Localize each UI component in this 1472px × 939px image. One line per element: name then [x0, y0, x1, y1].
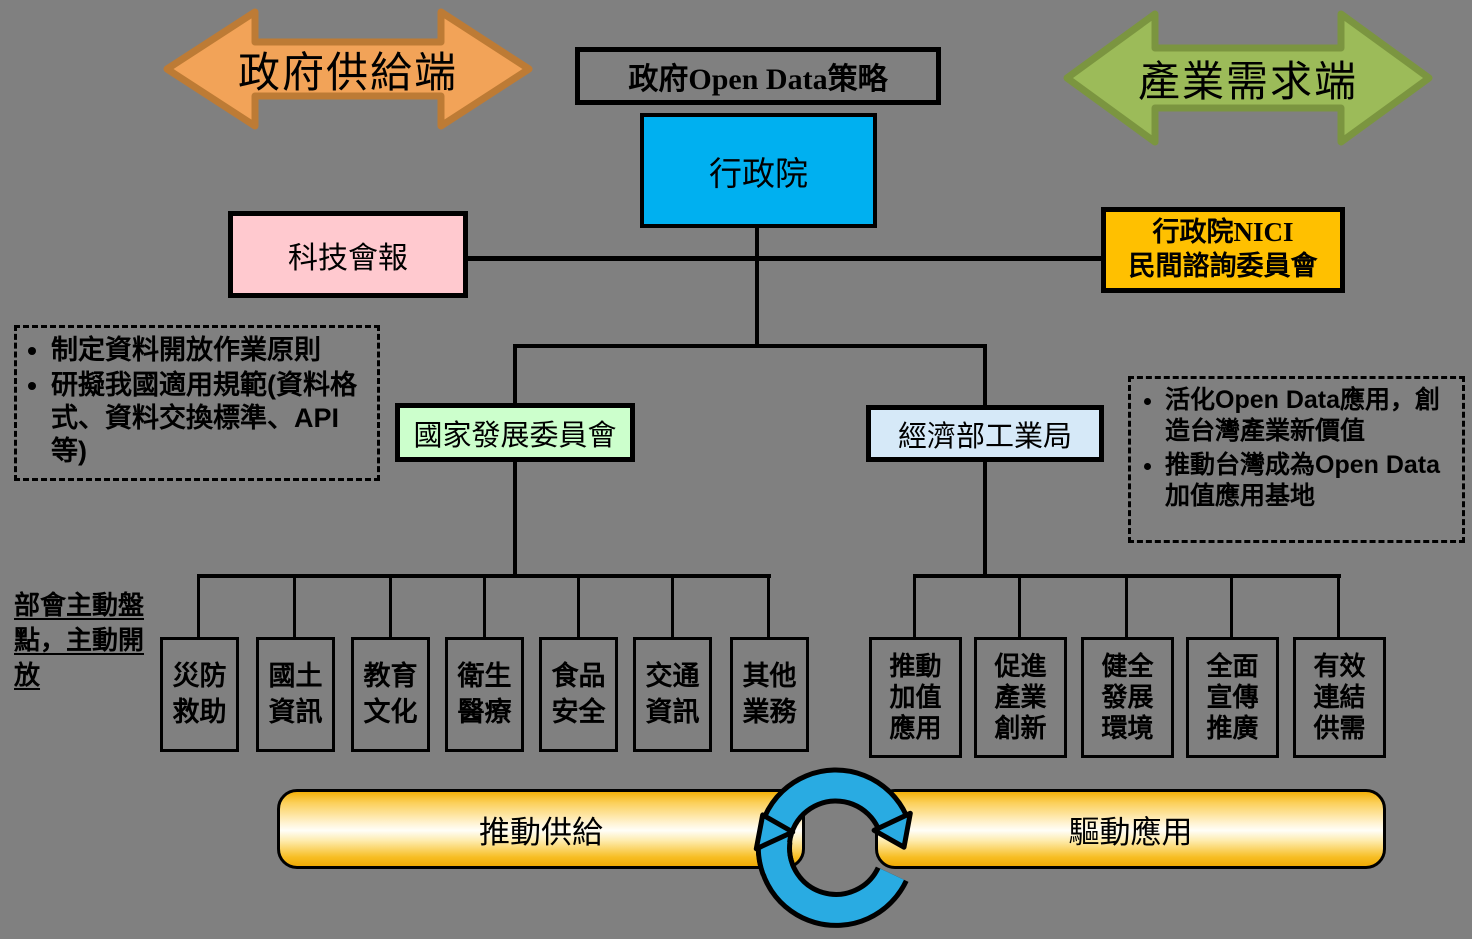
connector-line: [913, 574, 916, 638]
action-line: 環境: [1101, 713, 1154, 744]
domain-line: 文化: [363, 696, 418, 727]
connector-line: [767, 574, 770, 638]
domain-box-traffic: 交通 資訊: [633, 637, 712, 752]
supply-side-banner: 政府供給端: [163, 6, 533, 132]
domain-box-other: 其他 業務: [730, 637, 809, 752]
connector-line: [1125, 574, 1128, 638]
domain-line: 救助: [172, 696, 227, 727]
connector-line: [513, 461, 517, 577]
nici-committee-box: 行政院NICI 民間諮詢委員會: [1101, 207, 1345, 293]
connector-line: [468, 256, 1101, 261]
ministry-initiative-note: 部會主動盤點，主動開放: [14, 588, 146, 693]
connector-line: [293, 574, 296, 638]
domain-line: 資訊: [268, 696, 323, 727]
connector-line: [483, 574, 486, 638]
action-box-supply-demand: 有效 連結 供需: [1293, 637, 1386, 758]
action-line: 有效: [1313, 650, 1366, 681]
demand-side-label: 產業需求端: [1137, 59, 1358, 106]
strategy-title: 政府Open Data策略: [628, 63, 888, 96]
connector-line: [671, 574, 674, 638]
domain-line: 衛生: [457, 661, 512, 692]
action-line: 供需: [1313, 713, 1366, 744]
nici-committee-line2: 民間諮詢委員會: [1128, 251, 1318, 281]
connector-line: [197, 574, 200, 638]
connector-line: [389, 574, 392, 638]
domain-line: 食品: [551, 661, 606, 692]
cycle-arrows-icon: [737, 757, 935, 939]
note-item: 研擬我國適用規範(資料格式、資料交換標準、API等): [51, 369, 371, 468]
domain-line: 安全: [551, 696, 606, 727]
supply-side-label: 政府供給端: [237, 50, 458, 97]
promote-supply-bar: 推動供給: [277, 789, 805, 869]
domain-line: 資訊: [645, 696, 700, 727]
connector-line: [1337, 574, 1340, 638]
domain-line: 教育: [363, 661, 418, 692]
action-box-value-added: 推動 加值 應用: [869, 637, 962, 758]
note-item: 推動台灣成為Open Data加值應用基地: [1165, 450, 1456, 513]
action-box-innovation: 促進 產業 創新: [974, 637, 1067, 758]
action-line: 健全: [1101, 650, 1154, 681]
demand-side-banner: 產業需求端: [1063, 8, 1433, 148]
ndc-label: 國家發展委員會: [413, 419, 617, 452]
action-line: 促進: [994, 650, 1047, 681]
double-arrow-icon: [163, 8, 533, 130]
strategy-title-box: 政府Open Data策略: [575, 47, 941, 105]
domain-box-land: 國土 資訊: [256, 637, 335, 752]
domain-line: 醫療: [457, 696, 512, 727]
connector-line: [983, 461, 987, 577]
action-line: 推動: [889, 650, 942, 681]
connector-line: [983, 344, 987, 408]
domain-line: 其他: [742, 661, 797, 692]
ndc-box: 國家發展委員會: [395, 403, 635, 462]
executive-yuan-box: 行政院: [640, 113, 877, 228]
note-item: 活化Open Data應用，創造台灣產業新價值: [1165, 385, 1456, 448]
double-arrow-icon: [1063, 10, 1433, 146]
action-line: 推廣: [1206, 713, 1259, 744]
connector-line: [513, 344, 517, 406]
action-line: 宣傳: [1206, 681, 1259, 712]
domain-line: 國土: [268, 661, 323, 692]
action-line: 產業: [994, 681, 1047, 712]
action-line: 全面: [1206, 650, 1259, 681]
connector-line: [1018, 574, 1021, 638]
action-box-environment: 健全 發展 環境: [1081, 637, 1174, 758]
nici-committee-line1: 行政院NICI: [1152, 217, 1294, 248]
note-item: 制定資料開放作業原則: [51, 334, 371, 367]
demand-notes-box: 活化Open Data應用，創造台灣產業新價值 推動台灣成為Open Data加…: [1128, 376, 1465, 543]
ministry-initiative-text: 部會主動盤點，主動開放: [14, 590, 145, 691]
supply-notes-box: 制定資料開放作業原則 研擬我國適用規範(資料格式、資料交換標準、API等): [14, 325, 380, 481]
tech-board-box: 科技會報: [228, 211, 468, 298]
domain-box-food: 食品 安全: [539, 637, 618, 752]
action-line: 應用: [889, 713, 942, 744]
drive-application-bar: 驅動應用: [875, 789, 1386, 869]
idb-label: 經濟部工業局: [897, 420, 1072, 453]
idb-box: 經濟部工業局: [866, 405, 1104, 462]
connector-line: [755, 228, 759, 348]
connector-line: [513, 344, 987, 348]
action-line: 連結: [1313, 681, 1366, 712]
connector-line: [1230, 574, 1233, 638]
action-box-promotion: 全面 宣傳 推廣: [1186, 637, 1279, 758]
domain-box-disaster: 災防 救助: [160, 637, 239, 752]
promote-supply-label: 推動供給: [479, 814, 603, 850]
domain-line: 業務: [742, 696, 797, 727]
domain-box-health: 衛生 醫療: [445, 637, 524, 752]
action-line: 發展: [1101, 681, 1154, 712]
action-line: 加值: [889, 681, 942, 712]
tech-board-label: 科技會報: [288, 241, 408, 275]
domain-box-education: 教育 文化: [351, 637, 430, 752]
connector-line: [577, 574, 580, 638]
action-line: 創新: [994, 713, 1047, 744]
executive-yuan-label: 行政院: [709, 156, 808, 193]
domain-line: 交通: [645, 661, 700, 692]
domain-line: 災防: [172, 661, 227, 692]
drive-application-label: 驅動應用: [1068, 814, 1193, 850]
